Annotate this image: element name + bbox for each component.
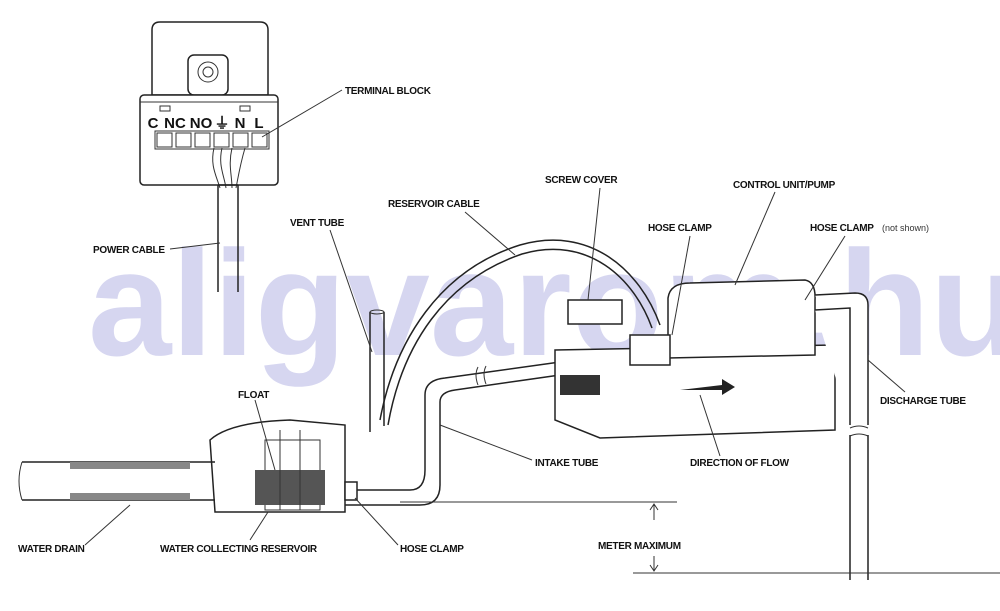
terminal-slot: [194, 132, 211, 148]
screw-cover: [567, 299, 623, 325]
label-reservoir-cable: RESERVOIR CABLE: [388, 199, 480, 210]
label-water-collecting-reservoir: WATER COLLECTING RESERVOIR: [160, 544, 318, 555]
terminal-label: L: [254, 115, 263, 132]
label-hose-clamp-not-shown: HOSE CLAMP: [810, 223, 874, 234]
label-control-unit: CONTROL UNIT/PUMP: [733, 180, 836, 191]
leader-lines: [84, 89, 906, 546]
meter-maximum-indicator: [400, 501, 1000, 574]
label-not-shown: (not shown): [882, 223, 929, 233]
terminal-slot: [251, 132, 268, 148]
label-hose-clamp-top: HOSE CLAMP: [648, 223, 712, 234]
terminal-label: NC: [164, 115, 186, 132]
terminal-label: ⏚: [214, 115, 229, 132]
power-cable: [212, 147, 246, 292]
water-drain: [18, 461, 215, 501]
terminal-label: NO: [190, 115, 213, 132]
label-discharge-tube: DISCHARGE TUBE: [880, 396, 966, 407]
flow-arrow-icon: [680, 379, 735, 395]
label-terminal-block: TERMINAL BLOCK: [345, 86, 432, 97]
label-power-cable: POWER CABLE: [93, 245, 165, 256]
terminal-slot: [175, 132, 192, 148]
label-direction-of-flow: DIRECTION OF FLOW: [690, 458, 790, 469]
control-unit-pump: [554, 279, 836, 439]
label-hose-clamp-bottom: HOSE CLAMP: [400, 544, 464, 555]
water-collecting-reservoir: [209, 419, 358, 513]
float: [255, 470, 325, 505]
terminal-slot: [213, 132, 230, 148]
discharge-tube: [814, 292, 869, 580]
label-water-drain: WATER DRAIN: [18, 544, 85, 555]
label-vent-tube: VENT TUBE: [290, 218, 345, 229]
reservoir-cable: [379, 239, 661, 421]
label-float: FLOAT: [238, 390, 269, 401]
terminal-label: C: [148, 115, 159, 132]
intake-tube: [345, 361, 561, 506]
terminal-label: N: [235, 115, 246, 132]
label-meter-maximum: METER MAXIMUM: [598, 541, 681, 552]
label-intake-tube: INTAKE TUBE: [535, 458, 599, 469]
vent-tube: [369, 309, 385, 432]
terminal-slot: [232, 132, 249, 148]
terminal-slot: [156, 132, 173, 148]
label-screw-cover: SCREW COVER: [545, 175, 618, 186]
